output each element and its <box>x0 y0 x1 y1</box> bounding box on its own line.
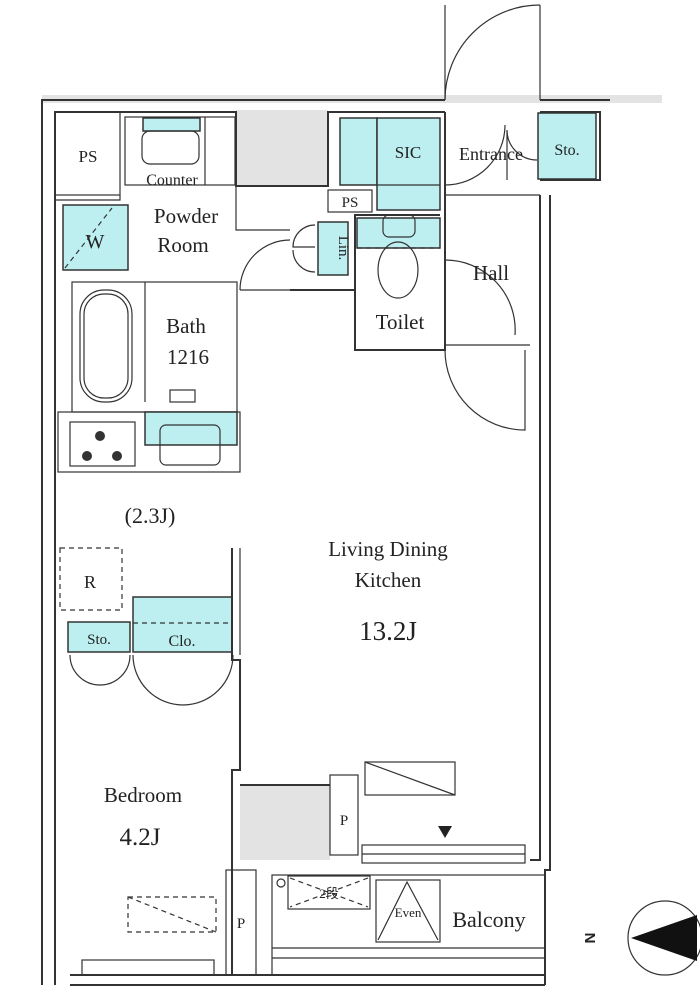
closet-doors <box>69 654 131 686</box>
label-toilet: Toilet <box>376 310 425 334</box>
kitchen-sink-icon <box>159 424 221 466</box>
balcony-area <box>271 874 546 976</box>
storage-bedroom-box <box>67 621 131 653</box>
label-refrigerator: R <box>84 572 96 592</box>
label-powder-room-2: Room <box>157 233 208 257</box>
closet-box <box>132 596 233 653</box>
label-ldk-2: Kitchen <box>355 568 422 592</box>
step-box <box>287 875 371 910</box>
stove-icon <box>69 421 136 467</box>
hall-door-swing <box>444 349 526 431</box>
counter-mirror <box>142 117 201 132</box>
label-ldk-1: Living Dining <box>328 537 448 561</box>
washer-icon <box>62 204 129 271</box>
ps-shaft-box <box>54 111 121 196</box>
label-bedroom-size: 4.2J <box>120 824 161 851</box>
bath-room-box <box>71 281 238 413</box>
label-ps-top-left: PS <box>79 147 98 166</box>
bedroom-dashed-box <box>127 896 217 933</box>
storage-entrance-box <box>537 112 597 180</box>
evacuation-hatch <box>375 879 441 943</box>
entrance-door-swing <box>444 4 541 101</box>
shaft-bottom <box>240 785 330 860</box>
label-bath-size: 1216 <box>167 345 209 369</box>
label-kitchen-area: (2.3J) <box>125 503 176 528</box>
label-step: 2段 <box>319 886 339 901</box>
label-storage-bedroom: Sto. <box>87 632 111 648</box>
shaft-top <box>236 110 328 186</box>
bathtub-icon <box>79 289 133 403</box>
label-evacuation: Even <box>395 905 422 920</box>
label-entrance: Entrance <box>459 144 523 164</box>
pipe-box-bedroom <box>225 869 257 976</box>
label-hall: Hall <box>473 261 509 285</box>
label-balcony: Balcony <box>452 907 525 932</box>
toilet-icon <box>377 241 419 299</box>
label-pipe-bedroom: P <box>237 916 245 932</box>
linen-box <box>317 221 349 276</box>
label-bedroom: Bedroom <box>104 783 182 807</box>
entrance-inner-door <box>444 124 506 186</box>
bedroom-window <box>81 959 215 976</box>
label-pipe-ldk: P <box>340 813 348 829</box>
label-ps-small: PS <box>342 195 359 211</box>
label-sic: SIC <box>395 143 421 162</box>
entry-triangle-icon <box>438 826 452 838</box>
label-powder-room-1: Powder <box>154 204 218 228</box>
compass-icon <box>627 900 700 976</box>
label-ldk-size: 13.2J <box>359 616 417 646</box>
ac-unit <box>364 761 456 796</box>
label-bath: Bath <box>166 314 206 338</box>
ps-small-box <box>327 189 373 213</box>
label-compass-north: N <box>581 933 598 944</box>
refrigerator-space <box>59 547 123 611</box>
sic-box <box>376 117 441 211</box>
label-closet: Clo. <box>168 633 195 650</box>
sink-icon <box>141 130 200 165</box>
label-linen: Lin. <box>335 236 351 261</box>
label-storage-entrance: Sto. <box>554 142 579 159</box>
pipe-box-ldk <box>329 774 359 856</box>
label-counter: Counter <box>146 172 198 189</box>
label-washer: W <box>86 231 105 253</box>
kitchen-sink-area <box>144 411 238 446</box>
